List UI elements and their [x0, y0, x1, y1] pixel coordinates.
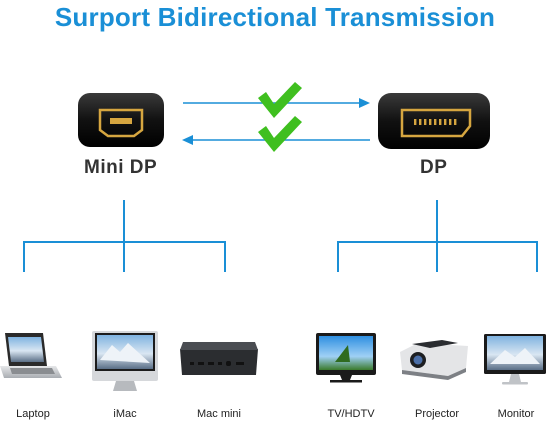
mini-dp-label: Mini DP — [84, 157, 158, 178]
monitor-icon — [484, 334, 546, 385]
projector-icon — [400, 340, 468, 380]
device-label-imac: iMac — [113, 408, 137, 420]
device-label-projector: Projector — [414, 408, 460, 420]
displayport-connector-icon — [378, 93, 490, 149]
laptop-icon — [0, 333, 62, 378]
tv-icon — [316, 333, 376, 383]
dp-label: DP — [420, 157, 448, 178]
right-branch-lines — [337, 200, 538, 272]
checkmark-icon — [258, 82, 302, 118]
device-label-mac-mini: Mac mini — [196, 408, 241, 420]
mini-displayport-connector-icon — [78, 93, 164, 147]
left-branch-lines — [23, 200, 226, 272]
device-label-laptop: Laptop — [16, 408, 50, 420]
mac-mini-icon — [180, 342, 258, 375]
device-label-tv: TV/HDTV — [327, 408, 375, 420]
page-title: Surport Bidirectional Transmission — [54, 2, 496, 32]
checkmark-icon — [258, 116, 302, 152]
imac-icon — [92, 331, 158, 391]
device-label-monitor: Monitor — [497, 408, 535, 420]
